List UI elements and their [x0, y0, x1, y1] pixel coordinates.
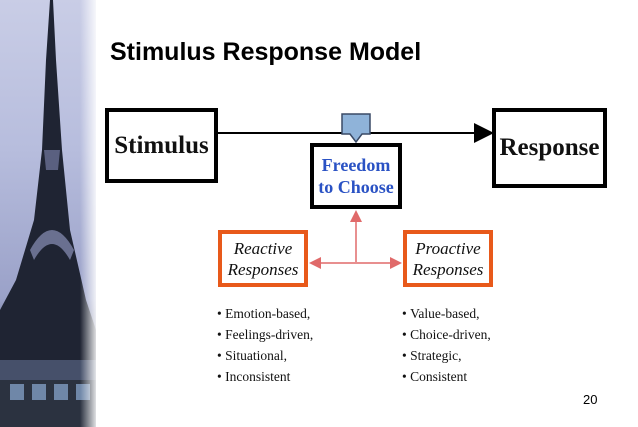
proactive-line-1: Proactive	[415, 238, 481, 258]
proactive-traits-list: Value-based, Choice-driven, Strategic, C…	[402, 303, 491, 387]
list-item: Inconsistent	[217, 366, 313, 387]
reactive-responses-box: Reactive Responses	[218, 230, 308, 287]
freedom-to-choose-box: Freedom to Choose	[310, 143, 402, 209]
response-box: Response	[492, 108, 607, 188]
freedom-line-1: Freedom	[321, 155, 391, 175]
list-item: Emotion-based,	[217, 303, 313, 324]
diagram-connectors	[218, 113, 494, 269]
stimulus-box: Stimulus	[105, 108, 218, 183]
slide-title: Stimulus Response Model	[110, 38, 422, 66]
list-item: Choice-driven,	[402, 324, 491, 345]
list-item: Value-based,	[402, 303, 491, 324]
page-number: 20	[583, 392, 598, 407]
list-item: Consistent	[402, 366, 491, 387]
reactive-traits-list: Emotion-based, Feelings-driven, Situatio…	[217, 303, 313, 387]
list-item: Feelings-driven,	[217, 324, 313, 345]
reactive-line-2: Responses	[227, 259, 299, 279]
freedom-callout-marker	[341, 113, 371, 144]
proactive-responses-box: Proactive Responses	[403, 230, 493, 287]
eiffel-tower-icon	[0, 0, 96, 427]
response-label: Response	[499, 134, 600, 161]
list-item: Strategic,	[402, 345, 491, 366]
freedom-line-2: to Choose	[318, 177, 394, 197]
reactive-line-1: Reactive	[233, 238, 293, 258]
stimulus-label: Stimulus	[114, 131, 209, 159]
photo-fade	[80, 0, 96, 427]
eiffel-tower-photo	[0, 0, 96, 427]
stimulus-response-diagram: Stimulus Response Freedom to Choose Reac…	[100, 100, 620, 390]
proactive-line-2: Responses	[412, 259, 484, 279]
list-item: Situational,	[217, 345, 313, 366]
